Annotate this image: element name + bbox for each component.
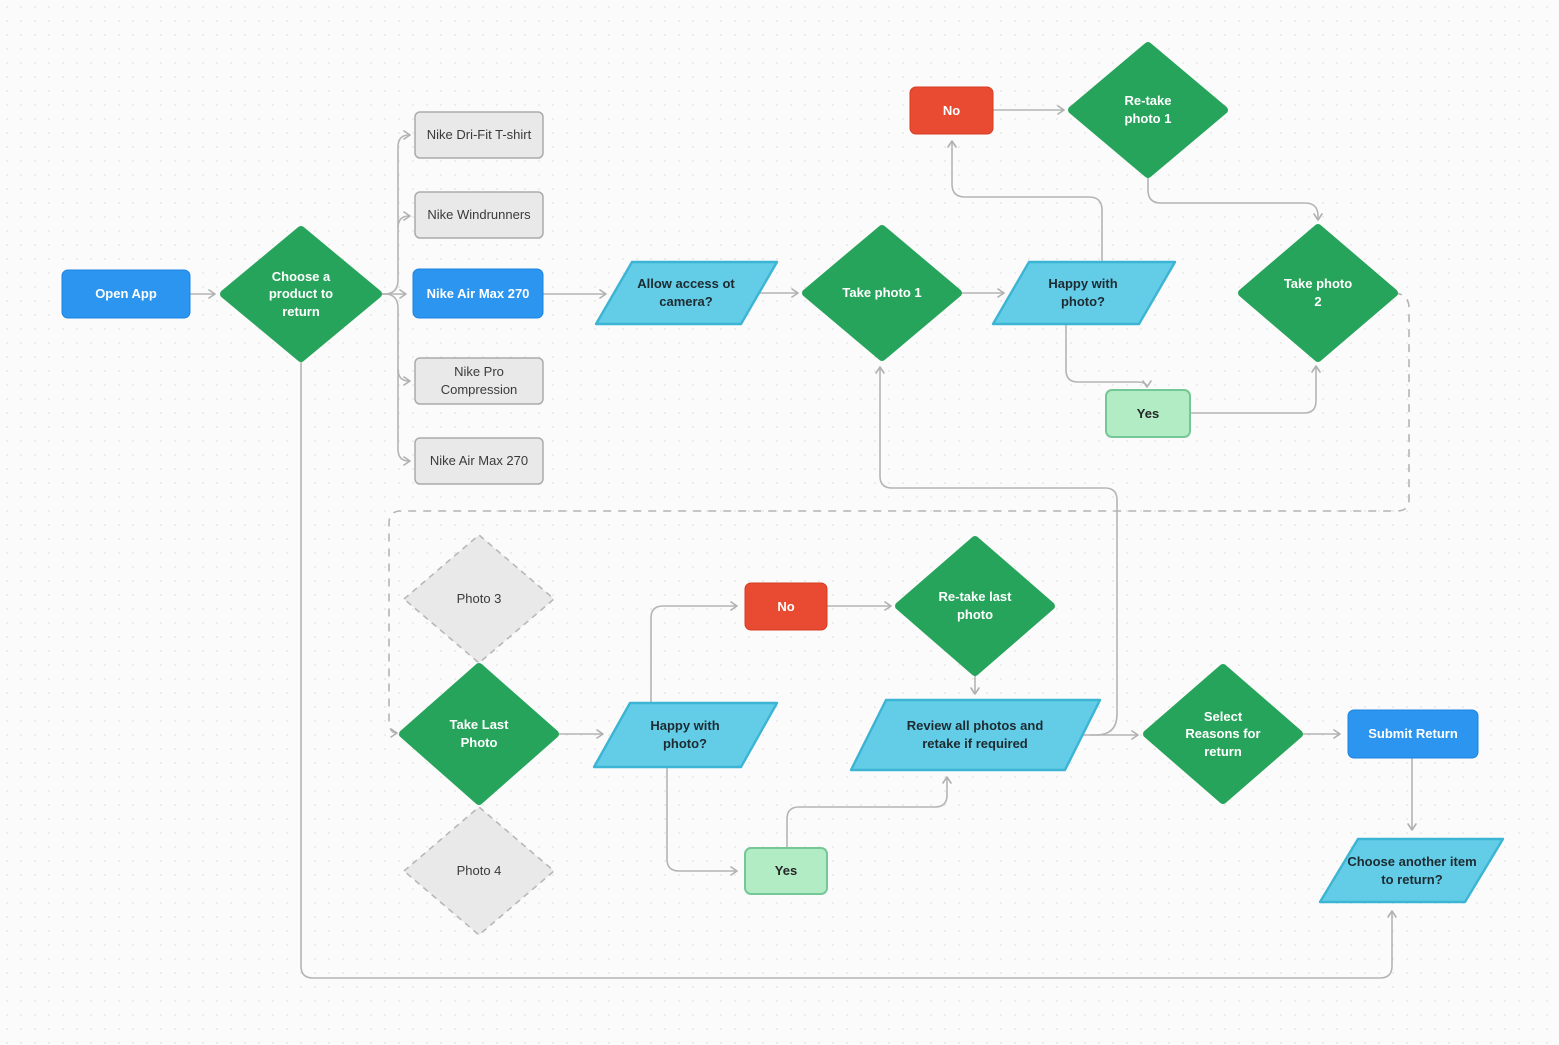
choose-product-node[interactable] [220,226,382,362]
select-reasons-node[interactable] [1143,664,1303,804]
product-5-node[interactable] [414,437,544,485]
edge-choose-chooseanother-loop [300,358,1397,979]
edge-choose-product1 [378,130,411,295]
no-2-node[interactable] [744,582,828,631]
photo-3-node[interactable] [403,534,555,664]
edge-happy1-no1 [947,140,1103,262]
choose-another-node[interactable] [1318,837,1505,904]
review-photos-node[interactable] [849,698,1102,772]
product-1-node[interactable] [414,111,544,159]
no-1-node[interactable] [909,86,994,135]
yes-2-node[interactable] [744,847,828,895]
edge-yes1-takephoto2 [1190,365,1321,414]
edge-review-takephoto1-loop [875,366,1118,736]
connectors [190,105,1417,979]
allow-camera-node[interactable] [594,260,779,326]
edge-choose-product5 [378,293,411,466]
yes-1-node[interactable] [1105,389,1191,438]
happy-photo-2-node[interactable] [592,701,779,769]
happy-photo-1-node[interactable] [991,260,1177,326]
take-last-photo-node[interactable] [399,663,559,805]
edge-happy1-yes1 [1065,325,1152,388]
product-2-node[interactable] [414,191,544,239]
photo-4-node[interactable] [403,806,555,936]
retake-last-photo-node[interactable] [895,536,1055,676]
take-photo-1-node[interactable] [802,225,962,361]
edge-takephoto2-takelast-dashed [388,292,1410,738]
edge-choose-product4 [397,368,411,386]
open-app-node[interactable] [61,269,191,319]
retake-photo-1-node[interactable] [1068,42,1228,178]
product-4-node[interactable] [414,357,544,405]
edge-yes2-review [786,776,952,847]
take-photo-2-node[interactable] [1238,224,1398,362]
edge-happy2-yes2 [666,767,738,876]
submit-return-node[interactable] [1347,709,1479,759]
edge-happy2-no2 [650,601,738,703]
product-3-node[interactable] [412,268,544,319]
edge-choose-product2 [397,211,411,229]
edge-retake1-takephoto2 [1147,174,1323,221]
